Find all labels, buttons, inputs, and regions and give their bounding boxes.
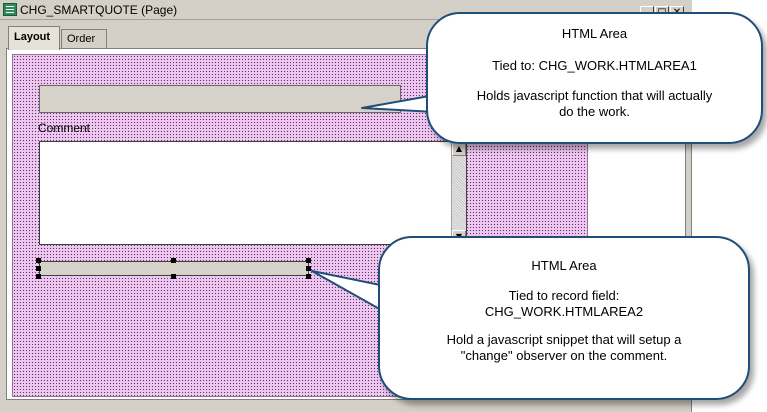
- resize-handle-top-middle[interactable]: [171, 258, 176, 263]
- resize-handle-bottom-left[interactable]: [36, 274, 41, 279]
- resize-handle-top-right[interactable]: [306, 258, 311, 263]
- callout-2-description-line-1: Hold a javascript snippet that will setu…: [446, 332, 682, 347]
- tab-order[interactable]: Order: [61, 29, 107, 48]
- tab-layout[interactable]: Layout: [8, 26, 60, 50]
- callout-1-title: HTML Area: [561, 26, 628, 41]
- callout-2-description-line-2: "change" observer on the comment.: [460, 348, 668, 363]
- callout-html-area-2: HTML Area Tied to record field: CHG_WORK…: [378, 236, 750, 400]
- resize-handle-top-left[interactable]: [36, 258, 41, 263]
- scrollbar-track[interactable]: [452, 156, 466, 230]
- arrow-up-icon[interactable]: ▲: [452, 142, 466, 156]
- resize-handle-bottom-middle[interactable]: [171, 274, 176, 279]
- resize-handle-bottom-right[interactable]: [306, 274, 311, 279]
- callout-1-tied-to: Tied to: CHG_WORK.HTMLAREA1: [492, 58, 697, 73]
- comment-scrollbar[interactable]: ▲ ▼: [451, 142, 466, 244]
- comment-textarea[interactable]: ▲ ▼: [39, 141, 467, 245]
- callout-html-area-1: HTML Area Tied to: CHG_WORK.HTMLAREA1 Ho…: [426, 12, 763, 144]
- callout-2-tied-to-line-2: CHG_WORK.HTMLAREA2: [484, 304, 644, 319]
- callout-2-title: HTML Area: [531, 258, 597, 273]
- page-layout-grid[interactable]: Comment ▲ ▼: [12, 54, 588, 397]
- callout-1-description-line-2: do the work.: [559, 104, 630, 119]
- resize-handle-middle-right[interactable]: [306, 266, 311, 271]
- html-area-1[interactable]: [39, 85, 401, 113]
- callout-1-description-line-1: Holds javascript function that will actu…: [476, 88, 713, 103]
- resize-handle-middle-left[interactable]: [36, 266, 41, 271]
- callout-2-tied-to-line-1: Tied to record field:: [508, 288, 620, 303]
- window-title: CHG_SMARTQUOTE (Page): [20, 3, 178, 17]
- comment-label: Comment: [38, 121, 91, 135]
- page-definition-icon: [3, 3, 17, 16]
